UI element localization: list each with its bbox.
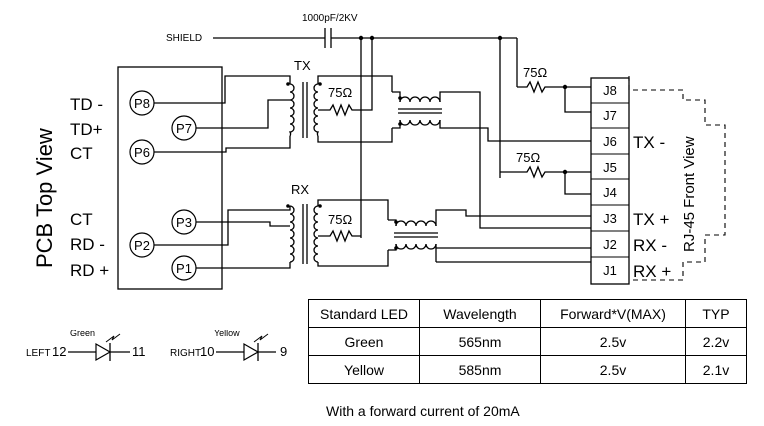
schematic-diagram: SHIELD 1000pF/2KV P8 P7 P6 P3 P2 P1	[32, 13, 726, 290]
table-cell: Green	[308, 327, 420, 356]
left-led-pin-b: 11	[132, 344, 146, 359]
ct-top-label: CT	[70, 144, 93, 163]
rd-minus-label: RD -	[70, 235, 105, 254]
pin-p3: P3	[171, 209, 197, 235]
rj45-front-view-label: RJ-45 Front View	[681, 136, 698, 252]
pin-p7: P7	[171, 115, 197, 141]
res-j45-label: 75Ω	[516, 150, 540, 165]
pin-p2: P2	[129, 232, 155, 258]
pin-p6: P6	[129, 139, 155, 165]
table-header-row: Standard LED Wavelength Forward*V(MAX) T…	[308, 299, 747, 328]
led-symbols: LEFT 12 11 Green RIGHT 10 9 Yellow	[26, 330, 287, 362]
td-minus-label: TD -	[70, 95, 103, 114]
rx-plus-label: RX +	[633, 262, 671, 281]
pin-p1: P1	[171, 255, 197, 281]
right-led-color: Yellow	[214, 330, 240, 338]
left-led-pin-a: 12	[52, 344, 66, 359]
tx-plus-label: TX +	[633, 210, 669, 229]
table-row: Green 565nm 2.5v 2.2v	[308, 327, 747, 356]
header-forward-voltage: Forward*V(MAX)	[540, 299, 686, 328]
header-wavelength: Wavelength	[419, 299, 541, 328]
pin-j3: J3	[603, 211, 617, 226]
shield-label: SHIELD	[166, 33, 202, 44]
j45-termination-resistor	[500, 165, 591, 179]
tx-termination-resistor	[318, 98, 373, 117]
pin-j4: J4	[603, 185, 617, 200]
svg-text:P3: P3	[176, 215, 192, 230]
header-standard-led: Standard LED	[308, 299, 420, 328]
svg-text:P7: P7	[176, 121, 192, 136]
header-typ: TYP	[685, 299, 747, 328]
j78-termination-resistor	[517, 80, 591, 94]
table-cell: Yellow	[308, 355, 420, 384]
right-led-pin-b: 9	[280, 344, 287, 359]
table-cell: 565nm	[419, 327, 541, 356]
pcb-connector-body	[117, 66, 223, 290]
table-row: Yellow 585nm 2.5v 2.1v	[308, 355, 747, 384]
svg-text:P1: P1	[176, 261, 192, 276]
yellow-led: RIGHT 10 9 Yellow	[170, 330, 287, 362]
footnote: With a forward current of 20mA	[326, 403, 520, 419]
svg-text:P6: P6	[134, 145, 150, 160]
right-led-pin-a: 10	[200, 344, 214, 359]
rx-minus-label: RX -	[633, 236, 667, 255]
table-cell: 2.5v	[540, 327, 686, 356]
pcb-top-view-label: PCB Top View	[32, 128, 57, 268]
rx-common-mode-choke	[394, 220, 438, 250]
rx-label: RX	[291, 182, 309, 197]
tx-common-mode-choke	[398, 96, 442, 126]
tx-label: TX	[294, 58, 311, 73]
pin-j5: J5	[603, 160, 617, 175]
rj45-connector-body	[590, 77, 630, 285]
table-cell: 2.5v	[540, 355, 686, 384]
rj45-outline	[628, 76, 726, 281]
ct-bottom-label: CT	[70, 210, 93, 229]
pin-j8: J8	[603, 83, 617, 98]
pin-j2: J2	[603, 237, 617, 252]
pin-j6: J6	[603, 134, 617, 149]
led-spec-table: Standard LED Wavelength Forward*V(MAX) T…	[308, 299, 747, 384]
capacitor-label: 1000pF/2KV	[302, 13, 358, 24]
tx-transformer	[286, 82, 322, 138]
right-led-side: RIGHT	[170, 348, 201, 359]
green-led: LEFT 12 11 Green	[26, 330, 146, 362]
svg-text:P8: P8	[134, 96, 150, 111]
pin-j7: J7	[603, 108, 617, 123]
left-led-side: LEFT	[26, 348, 50, 359]
table-cell: 2.1v	[685, 355, 747, 384]
tx-minus-label: TX -	[633, 133, 665, 152]
svg-text:P2: P2	[134, 238, 150, 253]
res-top-label: 75Ω	[328, 85, 352, 100]
rx-transformer	[286, 204, 322, 264]
rx-termination-resistor	[318, 229, 361, 243]
td-plus-label: TD+	[70, 120, 103, 139]
res-j78-label: 75Ω	[523, 65, 547, 80]
table-cell: 2.2v	[685, 327, 747, 356]
rd-plus-label: RD +	[70, 261, 109, 280]
table-cell: 585nm	[419, 355, 541, 384]
pin-j1: J1	[603, 263, 617, 278]
res-bottom-label: 75Ω	[328, 212, 352, 227]
pin-p8: P8	[129, 90, 155, 116]
left-led-color: Green	[70, 330, 95, 338]
